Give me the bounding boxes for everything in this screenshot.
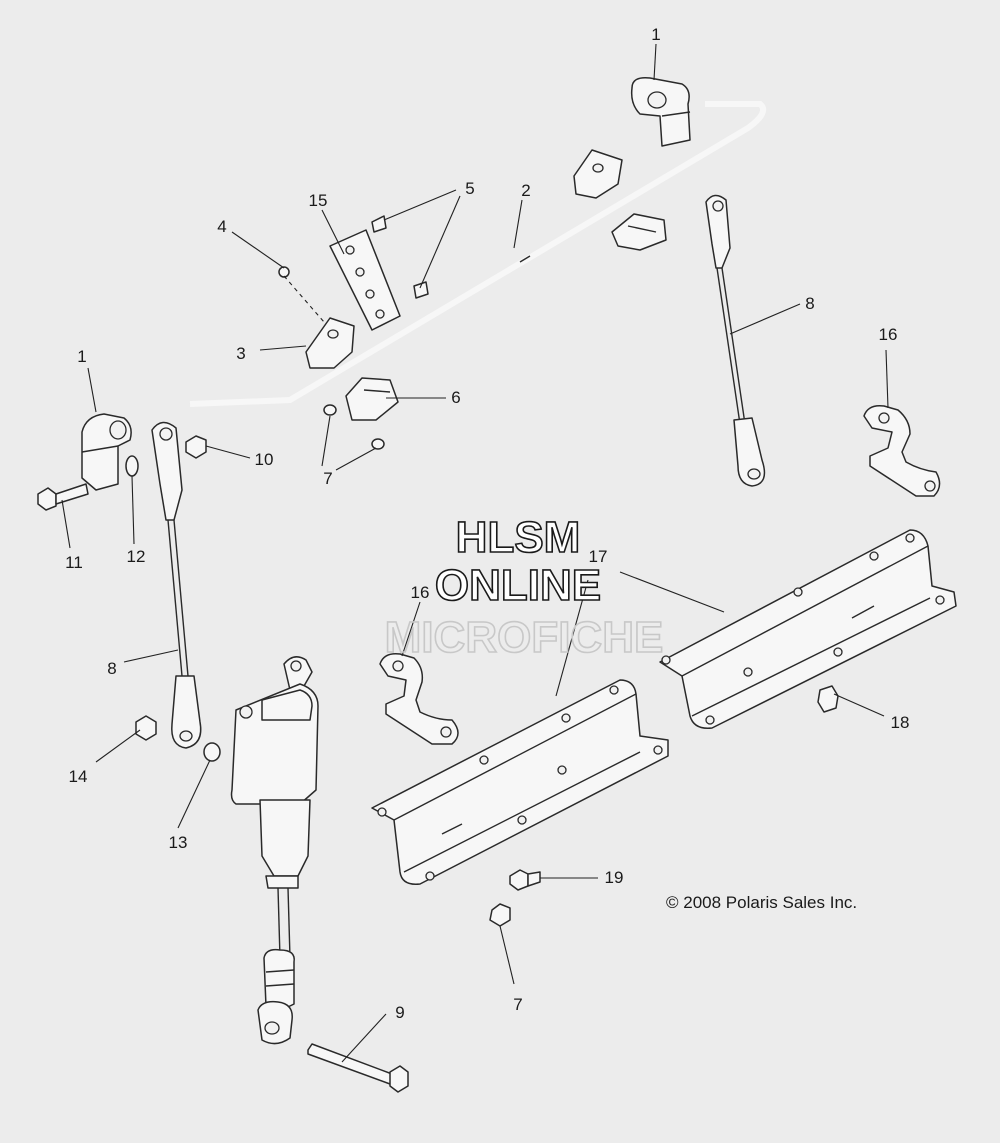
screws-part-5 xyxy=(371,215,429,299)
shock-absorber xyxy=(230,656,319,1045)
watermark-line-1: HLSM xyxy=(456,513,581,562)
sway-bar-part-2 xyxy=(189,101,766,407)
bolt-part-11 xyxy=(37,483,89,511)
callout-18: 18 xyxy=(891,713,910,732)
callout-14: 14 xyxy=(69,767,88,786)
callout-15: 15 xyxy=(309,191,328,210)
washer-part-12 xyxy=(125,455,139,477)
callout-8-right: 8 xyxy=(805,294,814,313)
callout-16-right: 16 xyxy=(879,325,898,344)
watermark-line-2: ONLINE xyxy=(435,561,601,610)
callout-13: 13 xyxy=(169,833,188,852)
bolt-part-18 xyxy=(817,685,839,713)
copyright-notice: © 2008 Polaris Sales Inc. xyxy=(666,893,857,912)
callout-5: 5 xyxy=(465,179,474,198)
callout-16-left: 16 xyxy=(411,583,430,602)
callout-4: 4 xyxy=(217,217,226,236)
nuts-part-7 xyxy=(323,404,511,927)
watermark-line-3: MICROFICHE xyxy=(385,613,664,662)
nut-part-10 xyxy=(185,435,207,459)
bushing-part-6-left xyxy=(345,377,399,421)
callout-10: 10 xyxy=(255,450,274,469)
bushing-part-6-right-b xyxy=(611,213,667,251)
callout-3: 3 xyxy=(236,344,245,363)
callout-12: 12 xyxy=(127,547,146,566)
callout-1-top: 1 xyxy=(651,25,660,44)
callout-1-left: 1 xyxy=(77,347,86,366)
washer-part-13 xyxy=(203,742,221,762)
callout-9: 9 xyxy=(395,1003,404,1022)
callout-labels: 1 1 2 3 4 5 6 7 7 8 8 9 10 11 12 13 14 1… xyxy=(65,25,909,1022)
bushing-part-6-right-a xyxy=(573,149,623,199)
callout-19: 19 xyxy=(605,868,624,887)
clamp-plate-part-15 xyxy=(329,229,401,331)
callout-6: 6 xyxy=(451,388,460,407)
callout-7-upper: 7 xyxy=(323,469,332,488)
callout-17: 17 xyxy=(589,547,608,566)
bushing-housing-part-1-left xyxy=(81,413,132,491)
link-rod-part-8-right xyxy=(705,194,766,487)
bushing-housing-part-1-top xyxy=(630,76,691,147)
bracket-part-16-left xyxy=(379,652,459,745)
bushing-part-3 xyxy=(305,317,355,369)
callout-7-lower: 7 xyxy=(513,995,522,1014)
leader-lines xyxy=(61,43,889,1063)
nut-part-14 xyxy=(135,715,157,741)
callout-2: 2 xyxy=(521,181,530,200)
callout-8-left: 8 xyxy=(107,659,116,678)
bolt-part-19 xyxy=(509,869,541,891)
callout-11: 11 xyxy=(65,553,83,572)
watermark: HLSM ONLINE MICROFICHE xyxy=(384,512,664,663)
mounting-rail-part-17-front xyxy=(371,679,669,885)
bracket-part-16-right xyxy=(863,404,941,497)
mounting-rail-part-17-rear xyxy=(659,529,957,729)
link-rod-part-8-left xyxy=(151,421,202,749)
bolt-part-9 xyxy=(307,1043,409,1093)
screw-part-4 xyxy=(278,266,290,278)
